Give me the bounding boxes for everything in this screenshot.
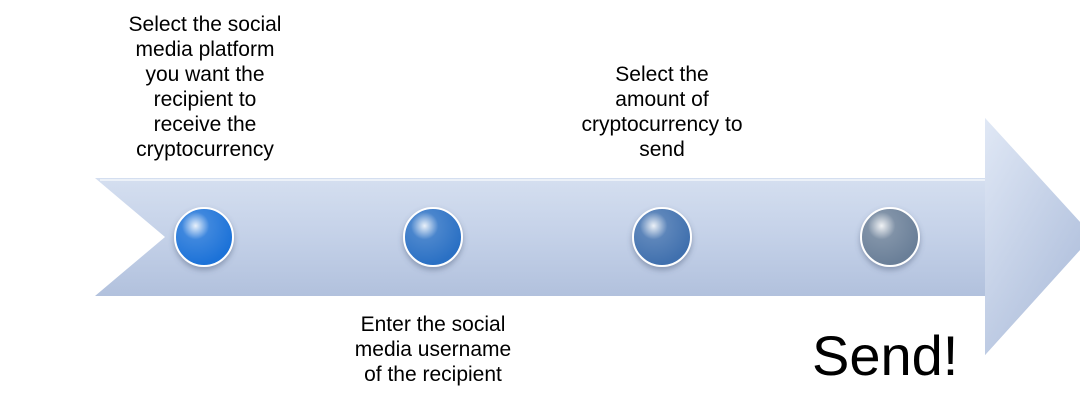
step-3-text: Select the amount of cryptocurrency to s… xyxy=(581,63,743,161)
step-2-text: Enter the social media username of the r… xyxy=(354,313,512,386)
step-1-text: Select the social media platform you wan… xyxy=(128,13,282,161)
step-1-marker xyxy=(174,207,234,267)
step-3-marker xyxy=(632,207,692,267)
step-2-marker xyxy=(403,207,463,267)
send-label: Send! xyxy=(812,324,959,387)
arrow-body xyxy=(95,118,1080,355)
step-4-marker xyxy=(860,207,920,267)
arrow-head xyxy=(985,118,1080,355)
